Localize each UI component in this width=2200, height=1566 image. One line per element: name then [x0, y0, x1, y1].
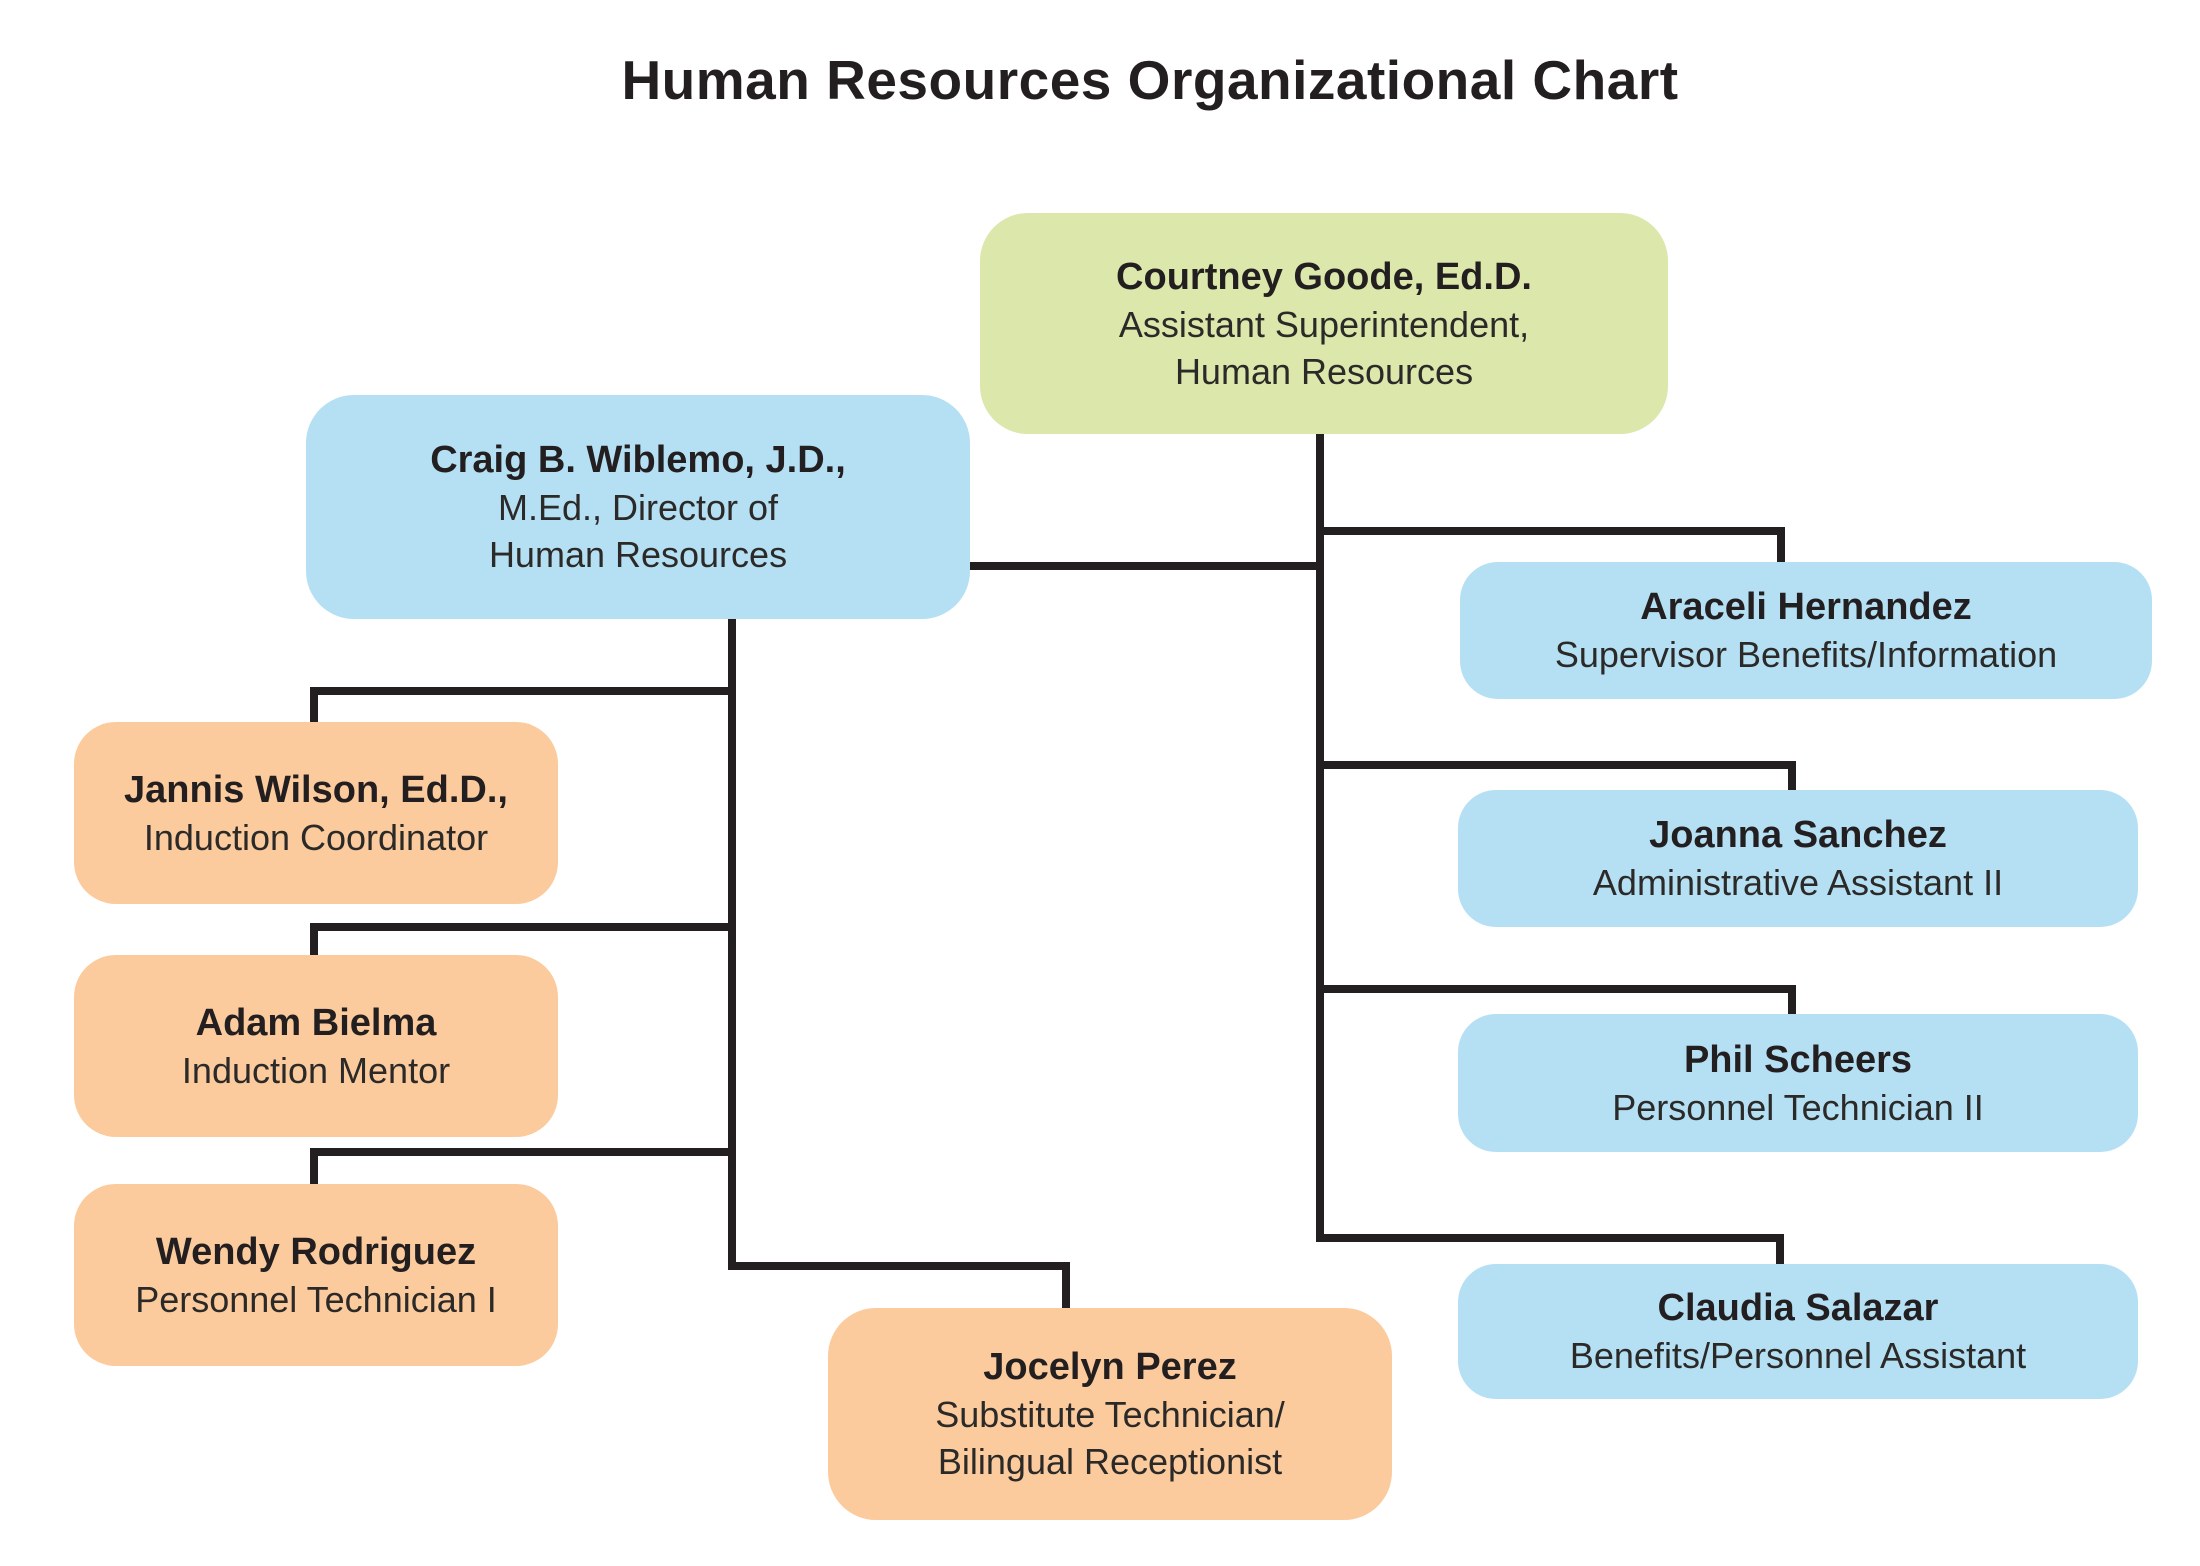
connector-branch-joanna-h	[1316, 761, 1796, 769]
person-role-line: Personnel Technician II	[1612, 1086, 1984, 1128]
person-role-line: M.Ed., Director of	[497, 487, 779, 528]
person-role-line: Human Resources	[1174, 350, 1474, 392]
node-adam-bielma: Adam Bielma Induction Mentor	[74, 955, 558, 1137]
connector-branch-adam-h	[310, 923, 736, 931]
person-role-line: Personnel Technician I	[135, 1278, 497, 1320]
connector-trunk-left	[728, 618, 736, 1270]
connector-branch-wendy-v	[310, 1148, 318, 1187]
person-role-line: Administrative Assistant II	[1592, 862, 2004, 903]
person-role-line: Supervisor Benefits/Information	[1554, 634, 2058, 675]
person-name: Araceli Hernandez	[1640, 586, 1972, 628]
connector-branch-adam-v	[310, 923, 318, 958]
connector-craig-to-trunk	[970, 562, 1324, 570]
chart-title: Human Resources Organizational Chart	[621, 49, 1679, 111]
person-role-line: Assistant Superintendent,	[1118, 303, 1530, 345]
connector-branch-jannis-h	[310, 687, 736, 695]
node-joanna-sanchez: Joanna Sanchez Administrative Assistant …	[1458, 790, 2138, 927]
person-name: Wendy Rodriguez	[155, 1230, 477, 1273]
node-wendy-rodriguez: Wendy Rodriguez Personnel Technician I	[74, 1184, 558, 1366]
connector-branch-jocelyn-h	[728, 1262, 1070, 1270]
person-name: Adam Bielma	[195, 1001, 437, 1044]
person-name: Phil Scheers	[1683, 1038, 1913, 1081]
connector-branch-jannis-v	[310, 687, 318, 725]
person-name: Jocelyn Perez	[983, 1346, 1237, 1388]
node-jocelyn-perez: Jocelyn Perez Substitute Technician/ Bil…	[828, 1308, 1392, 1520]
person-name: Claudia Salazar	[1657, 1287, 1939, 1329]
person-role-line: Human Resources	[488, 534, 788, 575]
connector-branch-phil-v	[1788, 985, 1796, 1017]
connector-branch-joanna-v	[1788, 761, 1796, 793]
node-craig-wiblemo: Craig B. Wiblemo, J.D., M.Ed., Director …	[306, 395, 970, 619]
person-role-line: Induction Coordinator	[143, 816, 489, 858]
node-araceli-hernandez: Araceli Hernandez Supervisor Benefits/In…	[1460, 562, 2152, 699]
connector-branch-claudia-h	[1316, 1234, 1784, 1242]
person-role-line: Induction Mentor	[181, 1049, 451, 1091]
person-name: Courtney Goode, Ed.D.	[1116, 255, 1532, 298]
connector-branch-araceli-h	[1316, 527, 1785, 535]
person-name: Craig B. Wiblemo, J.D.,	[430, 439, 846, 481]
person-name: Joanna Sanchez	[1649, 814, 1947, 856]
connector-branch-phil-h	[1316, 985, 1796, 993]
person-role-line: Bilingual Receptionist	[937, 1441, 1283, 1482]
person-name: Jannis Wilson, Ed.D.,	[124, 768, 508, 811]
node-phil-scheers: Phil Scheers Personnel Technician II	[1458, 1014, 2138, 1152]
connector-branch-claudia-v	[1776, 1234, 1784, 1267]
connector-branch-araceli-v	[1777, 527, 1785, 565]
connector-branch-jocelyn-v	[1062, 1262, 1070, 1311]
node-jannis-wilson: Jannis Wilson, Ed.D., Induction Coordina…	[74, 722, 558, 904]
node-courtney-goode: Courtney Goode, Ed.D. Assistant Superint…	[980, 213, 1668, 434]
person-role-line: Benefits/Personnel Assistant	[1569, 1335, 2027, 1376]
connector-branch-wendy-h	[310, 1148, 736, 1156]
node-claudia-salazar: Claudia Salazar Benefits/Personnel Assis…	[1458, 1264, 2138, 1399]
person-role-line: Substitute Technician/	[935, 1394, 1285, 1435]
connector-trunk-right	[1316, 433, 1324, 1242]
